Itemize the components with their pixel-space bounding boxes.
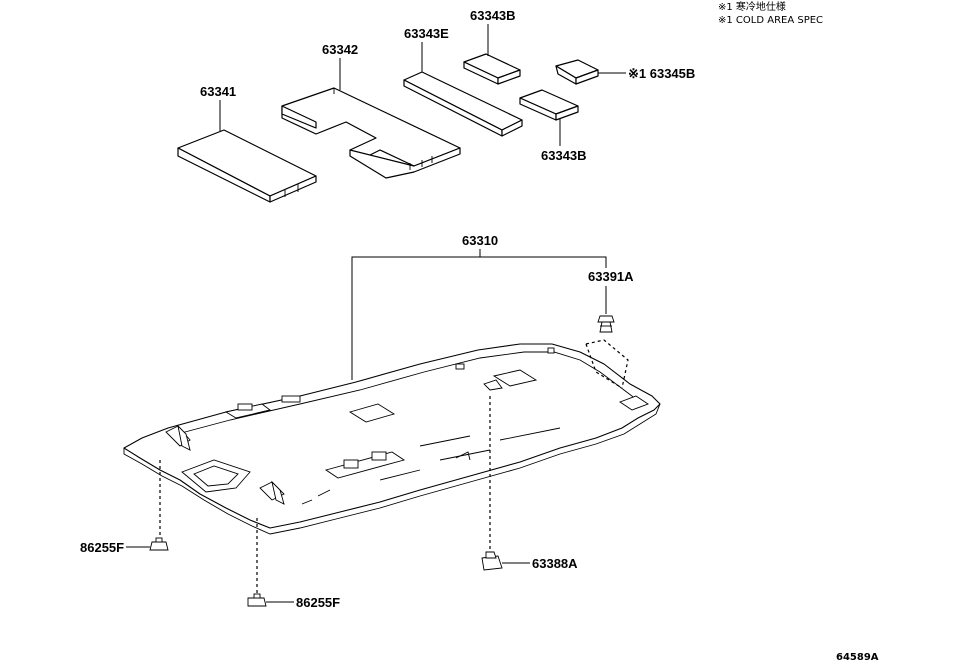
label-63343E: 63343E — [404, 26, 449, 41]
label-63388A: 63388A — [532, 556, 578, 571]
note-cold-area-jp: ※1 寒冷地仕様 — [718, 0, 786, 13]
headliner-63310 — [123, 343, 661, 535]
label-63342: 63342 — [322, 42, 358, 57]
clip-63391A — [597, 315, 615, 333]
label-63310: 63310 — [462, 233, 498, 248]
pad-63343B-top — [463, 53, 521, 85]
cold-area-outline-2 — [585, 343, 623, 389]
note-cold-area-en: ※1 COLD AREA SPEC — [718, 15, 823, 26]
label-86255F-left: 86255F — [80, 540, 124, 555]
label-63343B-bottom: 63343B — [541, 148, 587, 163]
pad-63342 — [281, 87, 461, 179]
label-63343B-top: 63343B — [470, 8, 516, 23]
clip-86255F-bottom — [247, 593, 267, 607]
clip-63388A — [481, 551, 503, 571]
label-63345B: ※1 63345B — [628, 66, 695, 81]
pad-63341 — [177, 129, 317, 203]
label-63341: 63341 — [200, 84, 236, 99]
pad-63343E — [403, 71, 523, 137]
label-63391A: 63391A — [588, 269, 634, 284]
clip-86255F-left — [149, 537, 169, 551]
diagram-id: 64589A — [836, 652, 879, 663]
pad-63343B-bottom — [519, 89, 579, 121]
leader-63310 — [351, 256, 607, 380]
label-86255F-bottom: 86255F — [296, 595, 340, 610]
pad-63345B — [555, 59, 599, 85]
